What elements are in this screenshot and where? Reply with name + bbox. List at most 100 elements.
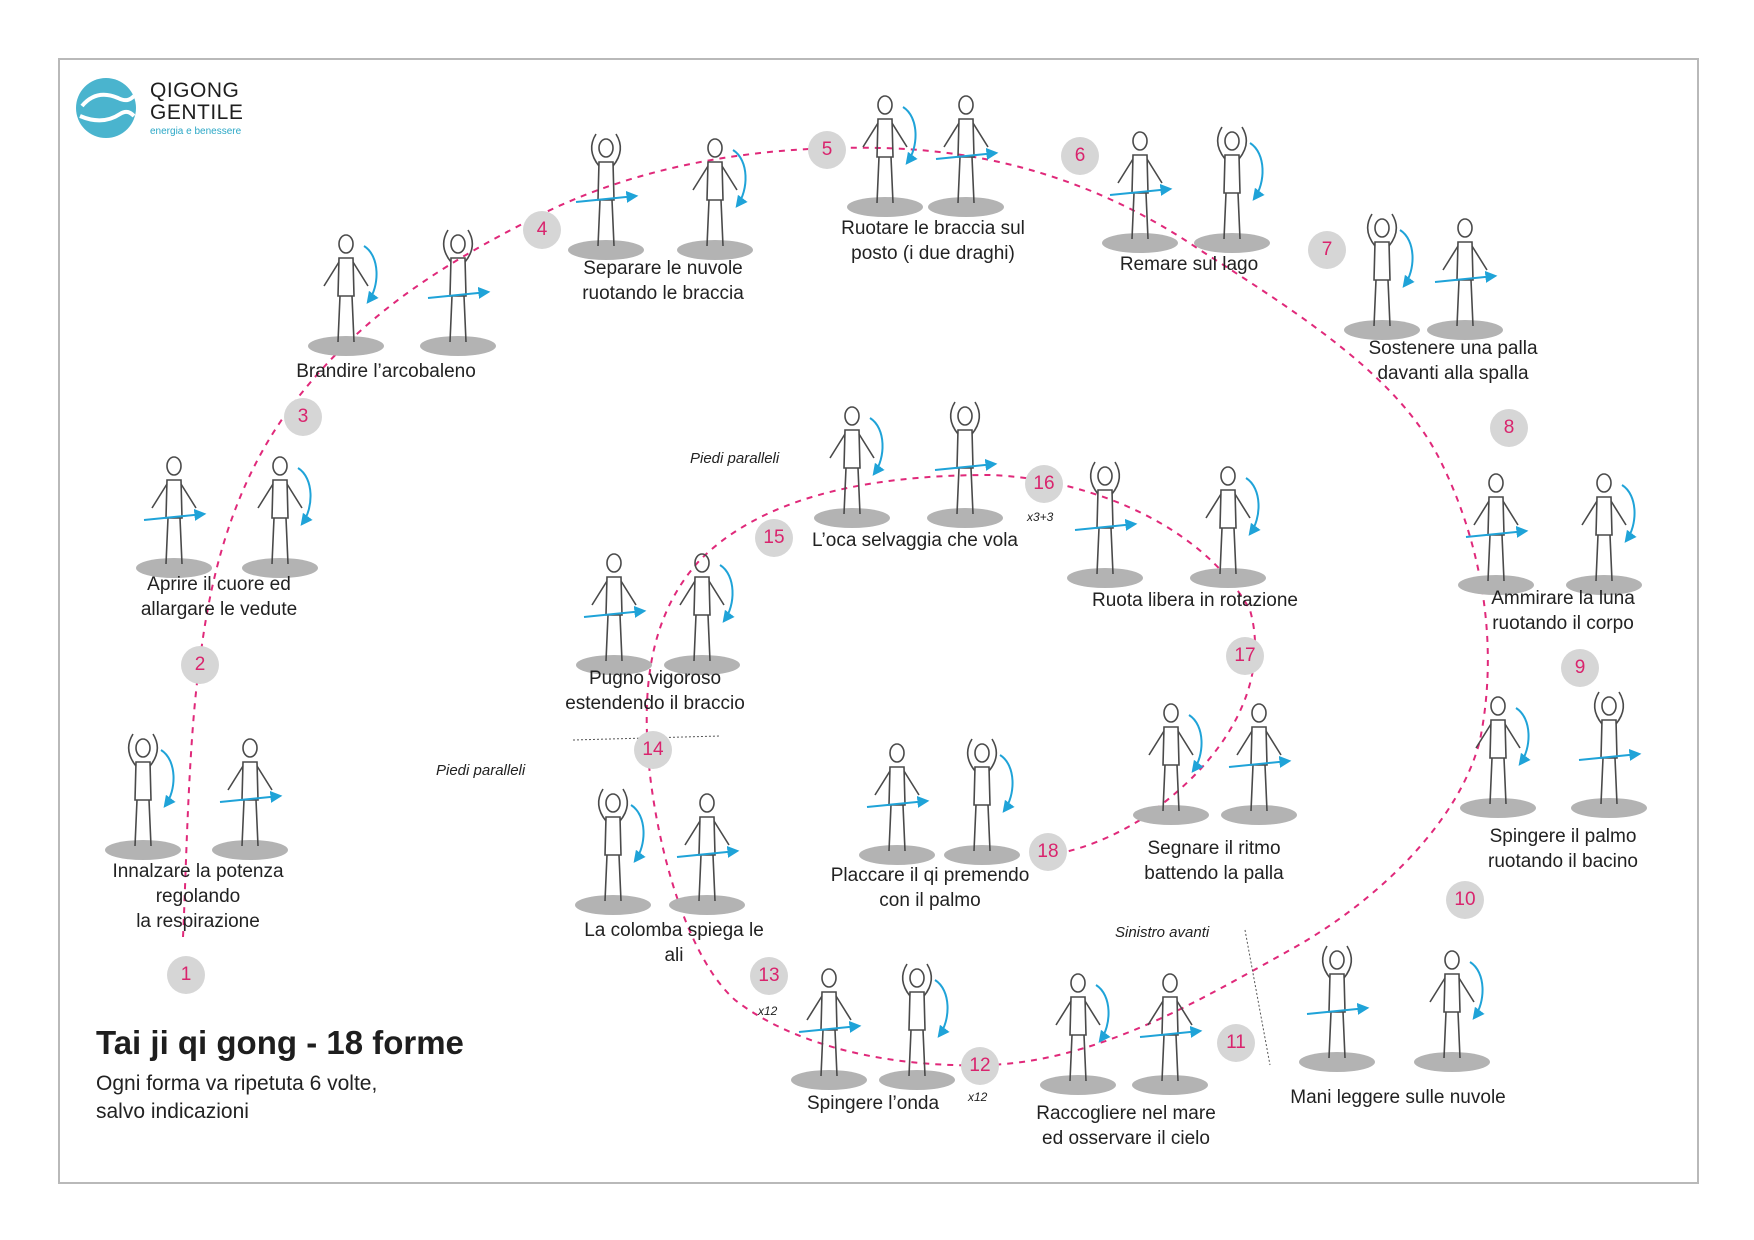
figure-head	[958, 95, 974, 115]
figure-head	[1596, 473, 1612, 493]
figure-legs	[134, 799, 152, 847]
stick-figure	[874, 743, 920, 852]
form-label-line: la respirazione	[136, 911, 260, 932]
figure-legs	[1250, 764, 1268, 812]
figure-arms	[949, 401, 981, 435]
figure-arms	[1429, 977, 1475, 1003]
figure-arms	[1442, 245, 1488, 271]
movement-arrow	[866, 795, 930, 808]
figure-shadow	[1571, 798, 1647, 818]
figure-head	[974, 743, 990, 763]
movement-arrow	[1095, 984, 1111, 1043]
movement-arrow	[575, 190, 639, 203]
form-label-line: estendendo il braccio	[565, 693, 745, 714]
figure-torso	[820, 991, 838, 1031]
figure-head	[1132, 131, 1148, 151]
figure-legs	[1161, 1034, 1179, 1082]
figure-shadow	[105, 840, 181, 860]
stick-figure	[966, 738, 998, 852]
movement-arrow	[1188, 714, 1204, 773]
figure-arms	[442, 229, 474, 263]
figure-legs	[1096, 527, 1114, 575]
stick-figure	[1089, 461, 1121, 575]
figure-legs	[957, 156, 975, 204]
form-label: Mani leggere sulle nuvole	[1290, 1085, 1505, 1110]
stick-figure	[227, 738, 273, 847]
figure-torso	[1600, 719, 1618, 759]
stick-figure	[1429, 950, 1475, 1059]
figure-shadows	[105, 197, 1647, 1095]
hands-wave-logo-icon	[76, 78, 136, 138]
form-label-line: Brandire l’arcobaleno	[296, 361, 476, 382]
form-label-line: ruotando le braccia	[582, 283, 744, 304]
figure-legs	[337, 295, 355, 343]
figure-torso	[1219, 489, 1237, 529]
stick-figure	[1148, 703, 1194, 812]
form-label-line: La colomba spiega le	[584, 920, 764, 941]
figure-torso	[271, 479, 289, 519]
figure-arms	[1117, 158, 1163, 184]
movement-arrow	[1139, 1025, 1203, 1038]
figure-shadow	[1067, 568, 1143, 588]
movement-arrow	[630, 804, 646, 863]
stick-figure	[901, 963, 933, 1077]
figure-head	[844, 406, 860, 426]
figure-shadow	[927, 508, 1003, 528]
figure-arms	[1473, 500, 1519, 526]
figure-shadow	[242, 558, 318, 578]
figure-arms	[829, 433, 875, 459]
stick-figure	[1236, 703, 1282, 812]
form-label-line: allargare le vedute	[140, 599, 298, 620]
repeat-note-16: x3+3	[1027, 510, 1054, 524]
figure-head	[1251, 703, 1267, 723]
figure-head	[821, 968, 837, 988]
figure-legs	[1219, 527, 1237, 575]
movement-arrow	[1228, 755, 1292, 768]
note-feet-parallel-top: Piedi paralleli	[690, 450, 780, 467]
form-number-badge: 8	[1490, 409, 1528, 447]
stick-figure	[1442, 218, 1488, 327]
figure-torso	[698, 816, 716, 856]
figure-shadow	[669, 895, 745, 915]
poster-border	[58, 58, 1699, 1184]
figure-arms	[679, 580, 725, 606]
stick-figure	[1147, 973, 1193, 1082]
figure-arms	[874, 770, 920, 796]
figure-arms	[862, 122, 908, 148]
form-label-line: Mani leggere sulle nuvole	[1290, 1087, 1506, 1108]
form-label-line: Spingere il palmo	[1489, 826, 1637, 847]
form-number-badge: 18	[1029, 833, 1067, 871]
stick-figures	[127, 95, 1627, 1082]
form-label-line: Placcare il qi premendo	[830, 865, 1030, 886]
figure-legs	[449, 295, 467, 343]
figure-shadow	[859, 845, 935, 865]
figure-torso	[1162, 726, 1180, 766]
figure-head	[606, 553, 622, 573]
figure-arms	[692, 165, 738, 191]
figure-head	[1070, 973, 1086, 993]
movement-arrow	[732, 149, 748, 208]
figure-torso	[843, 429, 861, 469]
figure-shadow	[575, 895, 651, 915]
form-label: L’oca selvaggia che vola	[812, 528, 1018, 553]
figure-head	[1457, 218, 1473, 238]
figure-legs	[1595, 534, 1613, 582]
movement-arrow	[1249, 142, 1265, 201]
figure-head	[338, 234, 354, 254]
movement-arrow	[1465, 525, 1529, 538]
figure-head	[1162, 973, 1178, 993]
stick-figure	[806, 968, 852, 1077]
stick-figure	[1581, 473, 1627, 582]
movement-arrow	[160, 749, 176, 808]
figure-shadow	[136, 558, 212, 578]
figure-shadow	[212, 840, 288, 860]
stick-figure	[1321, 945, 1353, 1059]
brand-name-line1: QIGONG	[150, 79, 240, 102]
figure-legs	[843, 467, 861, 515]
figure-shadow	[308, 336, 384, 356]
figure-head	[135, 738, 151, 758]
stick-figure	[1366, 213, 1398, 327]
